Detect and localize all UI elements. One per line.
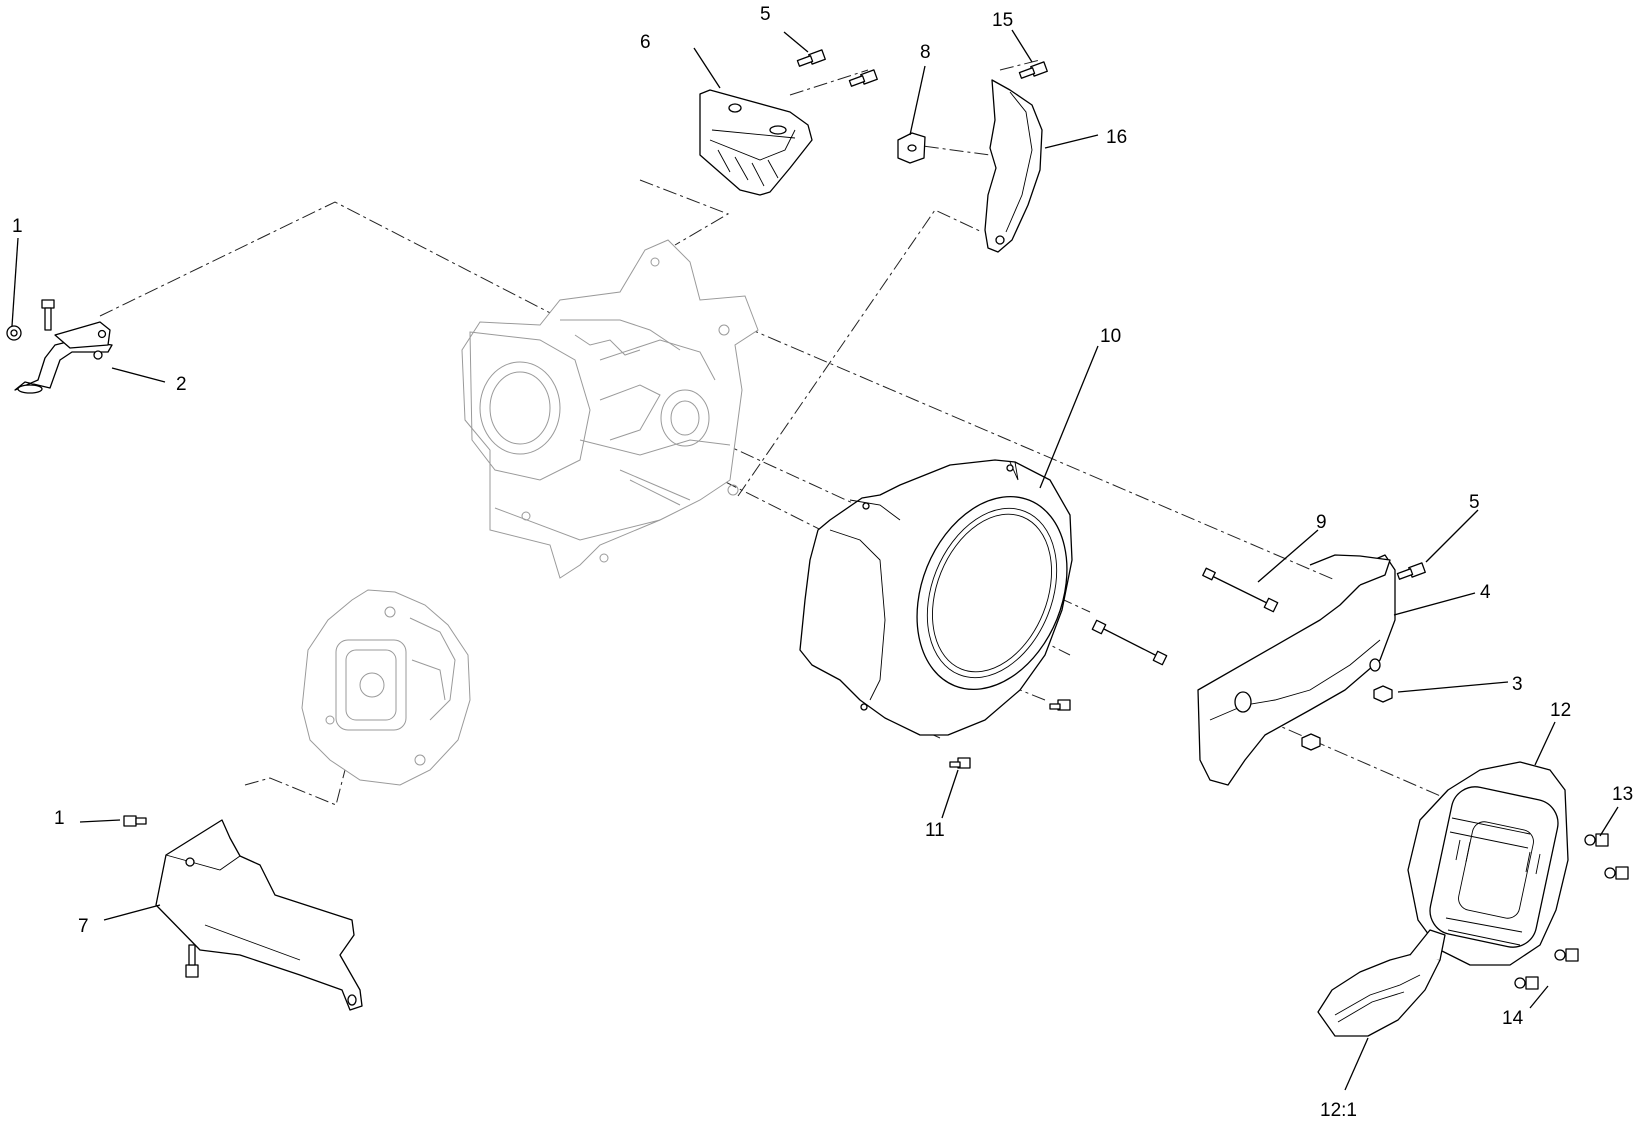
callout-12-1: 12:1 <box>1320 1100 1357 1121</box>
part-11-bolt-upper <box>1049 699 1071 711</box>
part-5-bolt-secondary <box>848 69 878 87</box>
part-16-shield <box>984 79 1043 253</box>
callout-3: 3 <box>1512 674 1523 695</box>
callout-8: 8 <box>920 42 931 63</box>
part-15-bolt <box>1018 61 1048 79</box>
part-10-blower-housing <box>799 459 1073 736</box>
part-3-nut <box>1373 685 1393 703</box>
part-6-cover <box>699 89 813 196</box>
part-7-lower-shield <box>155 819 363 1011</box>
callout-5-right: 5 <box>1469 492 1480 513</box>
callout-16: 16 <box>1106 127 1127 148</box>
part-12-recoil-starter <box>1407 761 1569 966</box>
part-9-stud-upper <box>1202 567 1279 613</box>
callout-1-lower: 1 <box>54 808 65 829</box>
part-11-bolt-lower <box>949 757 971 769</box>
callout-2: 2 <box>176 374 187 395</box>
engine-block-ghost <box>461 239 759 579</box>
callout-6: 6 <box>640 32 651 53</box>
callout-labels: 1 1 2 3 4 5 5 6 7 8 9 10 11 12 12:1 13 1… <box>12 4 1633 1121</box>
callout-1-upper: 1 <box>12 216 23 237</box>
assembly-guide-lines <box>99 59 1501 936</box>
part-3-nut-secondary <box>1301 733 1321 751</box>
callout-11: 11 <box>925 820 945 841</box>
callout-4: 4 <box>1480 582 1491 603</box>
callout-leaders <box>11 29 1619 1091</box>
part-13-washer-bolt-b <box>1604 866 1629 880</box>
callout-15: 15 <box>992 10 1013 31</box>
callout-13: 13 <box>1612 784 1633 805</box>
callout-7: 7 <box>78 916 89 937</box>
callout-5-top: 5 <box>760 4 771 25</box>
callout-12: 12 <box>1550 700 1571 721</box>
part-12-1-handle <box>1317 929 1446 1037</box>
part-1-bolt-upper <box>41 299 55 331</box>
callout-10: 10 <box>1100 326 1121 347</box>
part-5-bolt-right <box>1396 562 1426 580</box>
part-1-bolt-lower <box>123 815 147 827</box>
part-14-washer-bolt-b <box>1554 948 1579 962</box>
part-9-stud-lower <box>1091 619 1168 666</box>
part-13-washer-bolt-a <box>1584 833 1609 847</box>
part-4-bracket <box>1197 554 1396 786</box>
callout-14: 14 <box>1502 1008 1524 1029</box>
part-8-clip <box>897 132 926 164</box>
cylinder-head-ghost <box>301 589 471 786</box>
part-14-washer-bolt-a <box>1514 976 1539 990</box>
part-2-bracket <box>14 321 113 394</box>
callout-9: 9 <box>1316 512 1327 533</box>
part-5-bolt-top <box>796 49 826 67</box>
part-1-nut-upper <box>6 325 22 341</box>
part-1-bolt-bottom <box>185 944 199 978</box>
